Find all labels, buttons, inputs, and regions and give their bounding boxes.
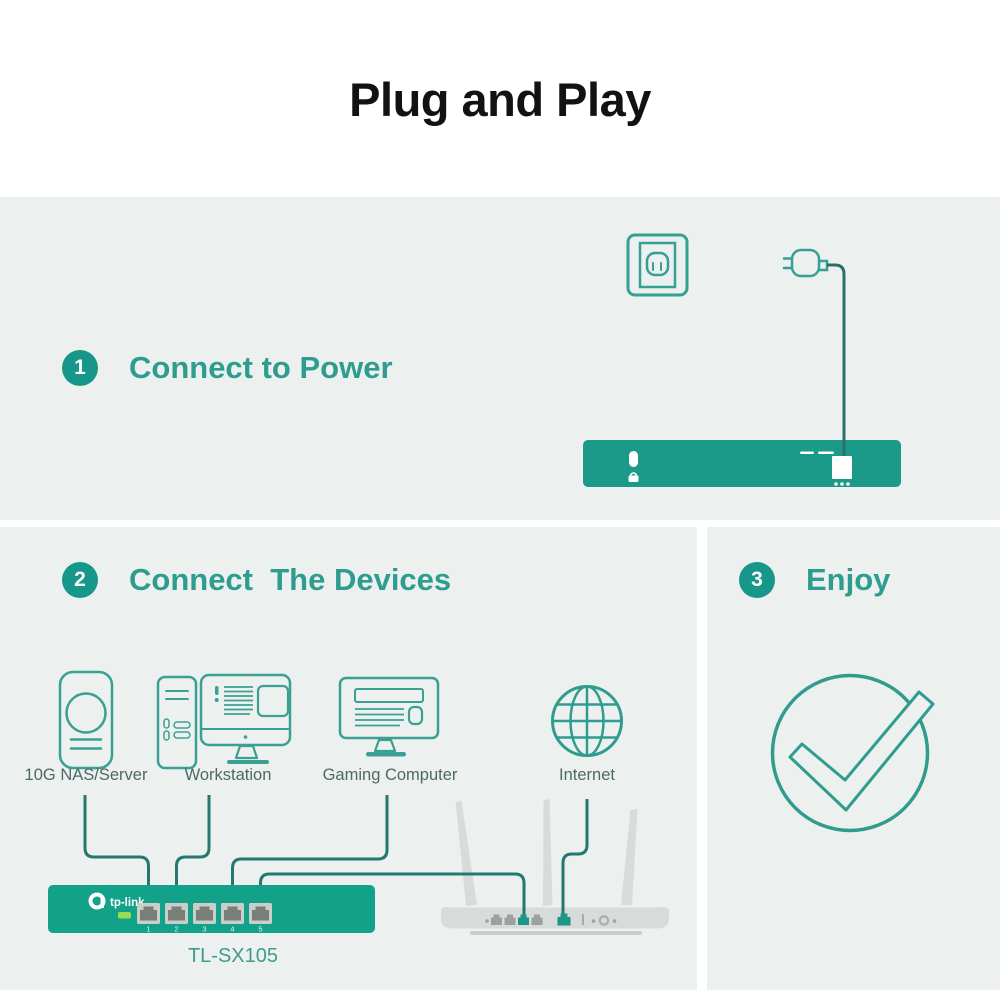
gaming-computer-icon bbox=[338, 676, 440, 757]
internet-label: Internet bbox=[559, 766, 615, 784]
power-cable bbox=[827, 263, 846, 460]
nas-label: 10G NAS/Server bbox=[24, 766, 148, 784]
tp-link-logo: tp-link bbox=[88, 892, 145, 910]
port-number: 5 bbox=[258, 925, 262, 934]
nas-cable bbox=[83, 795, 150, 906]
port-number: 2 bbox=[174, 925, 178, 934]
switch-front-step1 bbox=[583, 263, 901, 487]
router-ports bbox=[491, 913, 571, 926]
internet-globe-icon bbox=[551, 685, 623, 757]
internet-router-cable bbox=[561, 799, 589, 917]
ethernet-port-4: 4 bbox=[221, 903, 244, 934]
step1-header: 1 Connect to Power bbox=[62, 350, 393, 386]
workstation-label: Workstation bbox=[184, 766, 272, 784]
step3-panel bbox=[707, 527, 1000, 990]
router-body bbox=[441, 906, 669, 929]
router-antenna-right bbox=[621, 809, 638, 905]
checkmark bbox=[788, 690, 935, 812]
tp-link-logo-text: tp-link bbox=[110, 897, 145, 909]
gaming-cable bbox=[231, 795, 389, 906]
router-wan-port-connected bbox=[557, 913, 571, 926]
step2-label: Connect The Devices bbox=[129, 562, 452, 597]
step3-label: Enjoy bbox=[806, 562, 891, 597]
port-number: 3 bbox=[202, 925, 206, 934]
step3-badge: 3 bbox=[739, 562, 775, 598]
ethernet-port-2: 2 bbox=[165, 903, 188, 934]
port-number: 1 bbox=[146, 925, 150, 934]
page-title: Plug and Play bbox=[349, 73, 651, 126]
wall-outlet-icon bbox=[626, 233, 689, 297]
power-inlet bbox=[800, 451, 852, 486]
workstation-cable bbox=[175, 795, 211, 906]
router-lan-port bbox=[504, 914, 516, 925]
port-number: 4 bbox=[230, 925, 234, 934]
ethernet-port-3: 3 bbox=[193, 903, 216, 934]
gaming-computer-label: Gaming Computer bbox=[322, 766, 458, 784]
router-antenna-middle bbox=[543, 799, 553, 906]
ethernet-port-1: 1 bbox=[137, 903, 160, 934]
ethernet-port-5: 5 bbox=[249, 903, 272, 934]
switch-model-label: TL-SX105 bbox=[187, 945, 279, 967]
workstation-icon bbox=[156, 673, 292, 770]
step2-badge: 2 bbox=[62, 562, 98, 598]
router-lan-port bbox=[491, 914, 502, 925]
led-indicator bbox=[118, 912, 131, 919]
router-device bbox=[441, 799, 669, 935]
nas-icon bbox=[58, 670, 114, 770]
step3-header: 3 Enjoy bbox=[739, 562, 890, 598]
router-antenna-left bbox=[455, 801, 477, 906]
step1-badge: 1 bbox=[62, 350, 98, 386]
power-plug-icon bbox=[782, 248, 829, 278]
check-circle-icon bbox=[770, 673, 935, 833]
kensington-lock-icon bbox=[628, 451, 639, 482]
router-lan-port bbox=[531, 914, 543, 925]
switch-router-cable bbox=[259, 872, 526, 917]
ethernet-cables bbox=[83, 795, 389, 906]
uplink-cables bbox=[259, 799, 589, 917]
step1-label: Connect to Power bbox=[129, 350, 393, 385]
switch-device: tp-link 1 2 3 bbox=[48, 885, 375, 934]
step2-header: 2 Connect The Devices bbox=[62, 562, 451, 598]
router-lan-port-connected bbox=[518, 914, 529, 925]
